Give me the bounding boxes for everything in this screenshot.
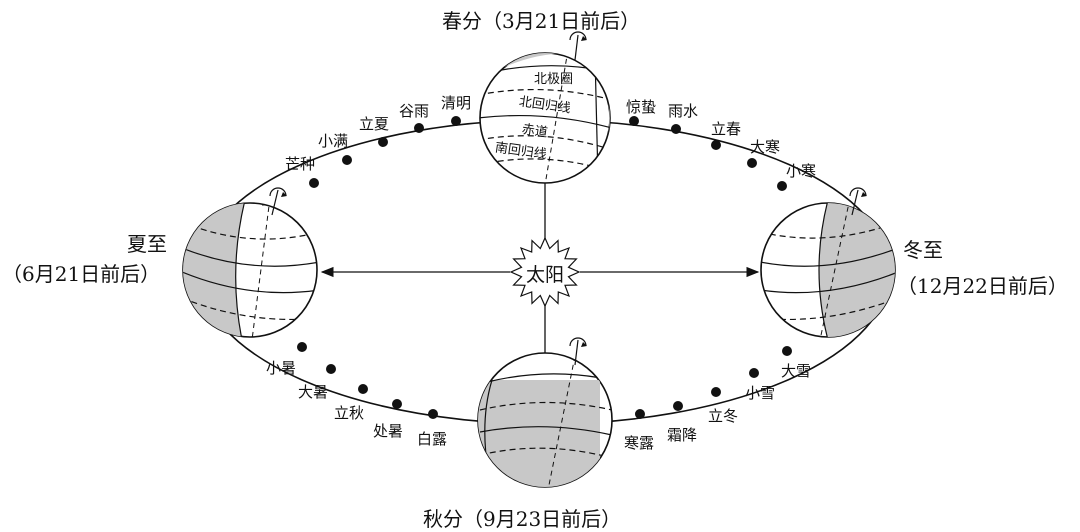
- term-xiaohan: 小寒: [786, 162, 817, 180]
- label-arctic-circle: 北极圈: [534, 72, 574, 87]
- solar-term-dot: [309, 178, 319, 188]
- term-mangzhong: 芒种: [285, 155, 316, 173]
- summer-solstice-date: （6月21日前后）: [2, 262, 161, 286]
- term-jingzhe: 惊蛰: [626, 98, 657, 116]
- solar-term-dot: [414, 123, 424, 133]
- summer-solstice-name: 夏至: [127, 232, 167, 256]
- autumn-name: 秋分: [423, 507, 463, 531]
- globe-autumn: [477, 337, 613, 488]
- solar-term-dot: [342, 155, 352, 165]
- solar-term-dots: [297, 116, 792, 419]
- term-chushu: 处暑: [373, 422, 404, 440]
- solar-term-dot: [392, 399, 402, 409]
- spring-name: 春分: [442, 9, 482, 33]
- term-lixia: 立夏: [359, 115, 390, 133]
- term-xiaoshu: 小暑: [266, 359, 297, 377]
- term-hanlu: 寒露: [624, 434, 655, 452]
- solar-term-dot: [782, 346, 792, 356]
- solar-term-dot: [451, 116, 461, 126]
- term-lidong: 立冬: [708, 407, 739, 425]
- autumn-equinox-label: 秋分（9月23日前后）: [423, 503, 621, 532]
- label-equator: 赤道: [520, 122, 549, 141]
- solar-term-dot: [326, 364, 336, 374]
- solar-term-dot: [629, 116, 639, 126]
- term-bailu: 白露: [417, 430, 448, 448]
- solar-term-dot: [428, 409, 438, 419]
- solar-term-dot: [671, 124, 681, 134]
- sun-icon: [509, 236, 581, 308]
- term-liqiu: 立秋: [334, 404, 365, 422]
- solar-term-dot: [297, 342, 307, 352]
- term-shuangjiang: 霜降: [667, 426, 698, 444]
- term-xiaoman: 小满: [318, 132, 349, 150]
- term-daxue: 大雪: [781, 362, 812, 380]
- spring-date: （3月21日前后）: [482, 9, 641, 33]
- globe-winter: [760, 187, 896, 338]
- winter-solstice-date: （12月22日前后）: [897, 274, 1068, 298]
- solar-term-dot: [749, 368, 759, 378]
- term-xiaoxue: 小雪: [745, 384, 776, 402]
- term-dashu: 大暑: [298, 383, 329, 401]
- solar-term-dot: [358, 384, 368, 394]
- solar-term-dot: [673, 401, 683, 411]
- term-yushui: 雨水: [668, 102, 699, 120]
- term-dahan: 大寒: [750, 138, 781, 156]
- solar-term-dot: [777, 181, 787, 191]
- term-guyu: 谷雨: [399, 102, 430, 120]
- term-qingming: 清明: [441, 94, 472, 112]
- solar-term-dot: [378, 137, 388, 147]
- solar-term-dot: [747, 158, 757, 168]
- autumn-date: （9月23日前后）: [463, 507, 622, 531]
- solar-term-dot: [711, 387, 721, 397]
- spring-equinox-label: 春分（3月21日前后）: [442, 5, 640, 34]
- globe-summer: [182, 187, 318, 338]
- solar-term-dot: [711, 140, 721, 150]
- winter-solstice-name: 冬至: [903, 238, 943, 262]
- sun-label: 太阳: [526, 264, 565, 286]
- term-lichun: 立春: [711, 120, 742, 138]
- solar-term-dot: [635, 409, 645, 419]
